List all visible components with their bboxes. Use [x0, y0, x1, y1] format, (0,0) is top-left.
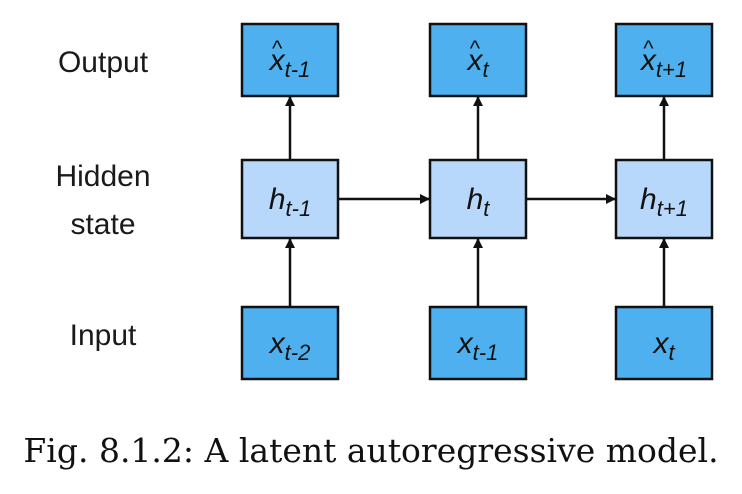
node-label-output-1: xt-1 [268, 44, 311, 82]
node-label-input-3: xt [651, 327, 675, 365]
node-label-input-1: xt-2 [268, 327, 311, 365]
node-input-1: xt-2 [240, 305, 340, 381]
hat-accent-1: ^ [272, 36, 283, 61]
node-label-hidden-1: ht-1 [269, 183, 311, 221]
node-box-input-1 [240, 305, 340, 381]
hat-accent-3: ^ [643, 36, 654, 61]
node-output-1: xt-1^ [240, 22, 340, 98]
row-label-hidden-line2: state [70, 208, 135, 241]
node-box-input-2 [428, 305, 528, 381]
node-box-output-2 [428, 22, 528, 98]
node-box-hidden-2 [428, 158, 528, 240]
hat-accent-2: ^ [470, 36, 481, 61]
node-box-hidden-3 [614, 158, 714, 240]
node-label-hidden-2: ht [467, 183, 491, 221]
node-box-hidden-1 [240, 158, 340, 240]
node-label-input-2: xt-1 [456, 327, 499, 365]
node-hidden-3: ht+1 [614, 158, 714, 240]
node-input-2: xt-1 [428, 305, 528, 381]
row-label-input: Input [70, 319, 137, 352]
node-output-3: xt+1^ [614, 22, 714, 98]
node-label-output-3: xt+1 [639, 44, 687, 82]
latent-autoregressive-diagram: Output Hidden state Input xt-1^ht-1xt-2x… [55, 22, 714, 381]
node-output-2: xt^ [428, 22, 528, 98]
node-hidden-2: ht [428, 158, 528, 240]
arrows [285, 96, 669, 307]
node-box-output-1 [240, 22, 340, 98]
row-label-hidden-line1: Hidden [55, 160, 150, 193]
row-label-output: Output [58, 46, 149, 79]
figure-caption: Fig. 8.1.2: A latent autoregressive mode… [23, 431, 719, 470]
node-label-hidden-3: ht+1 [640, 183, 688, 221]
node-box-input-3 [614, 305, 714, 381]
node-box-output-3 [614, 22, 714, 98]
node-input-3: xt [614, 305, 714, 381]
node-hidden-1: ht-1 [240, 158, 340, 240]
node-label-output-2: xt [465, 44, 489, 82]
